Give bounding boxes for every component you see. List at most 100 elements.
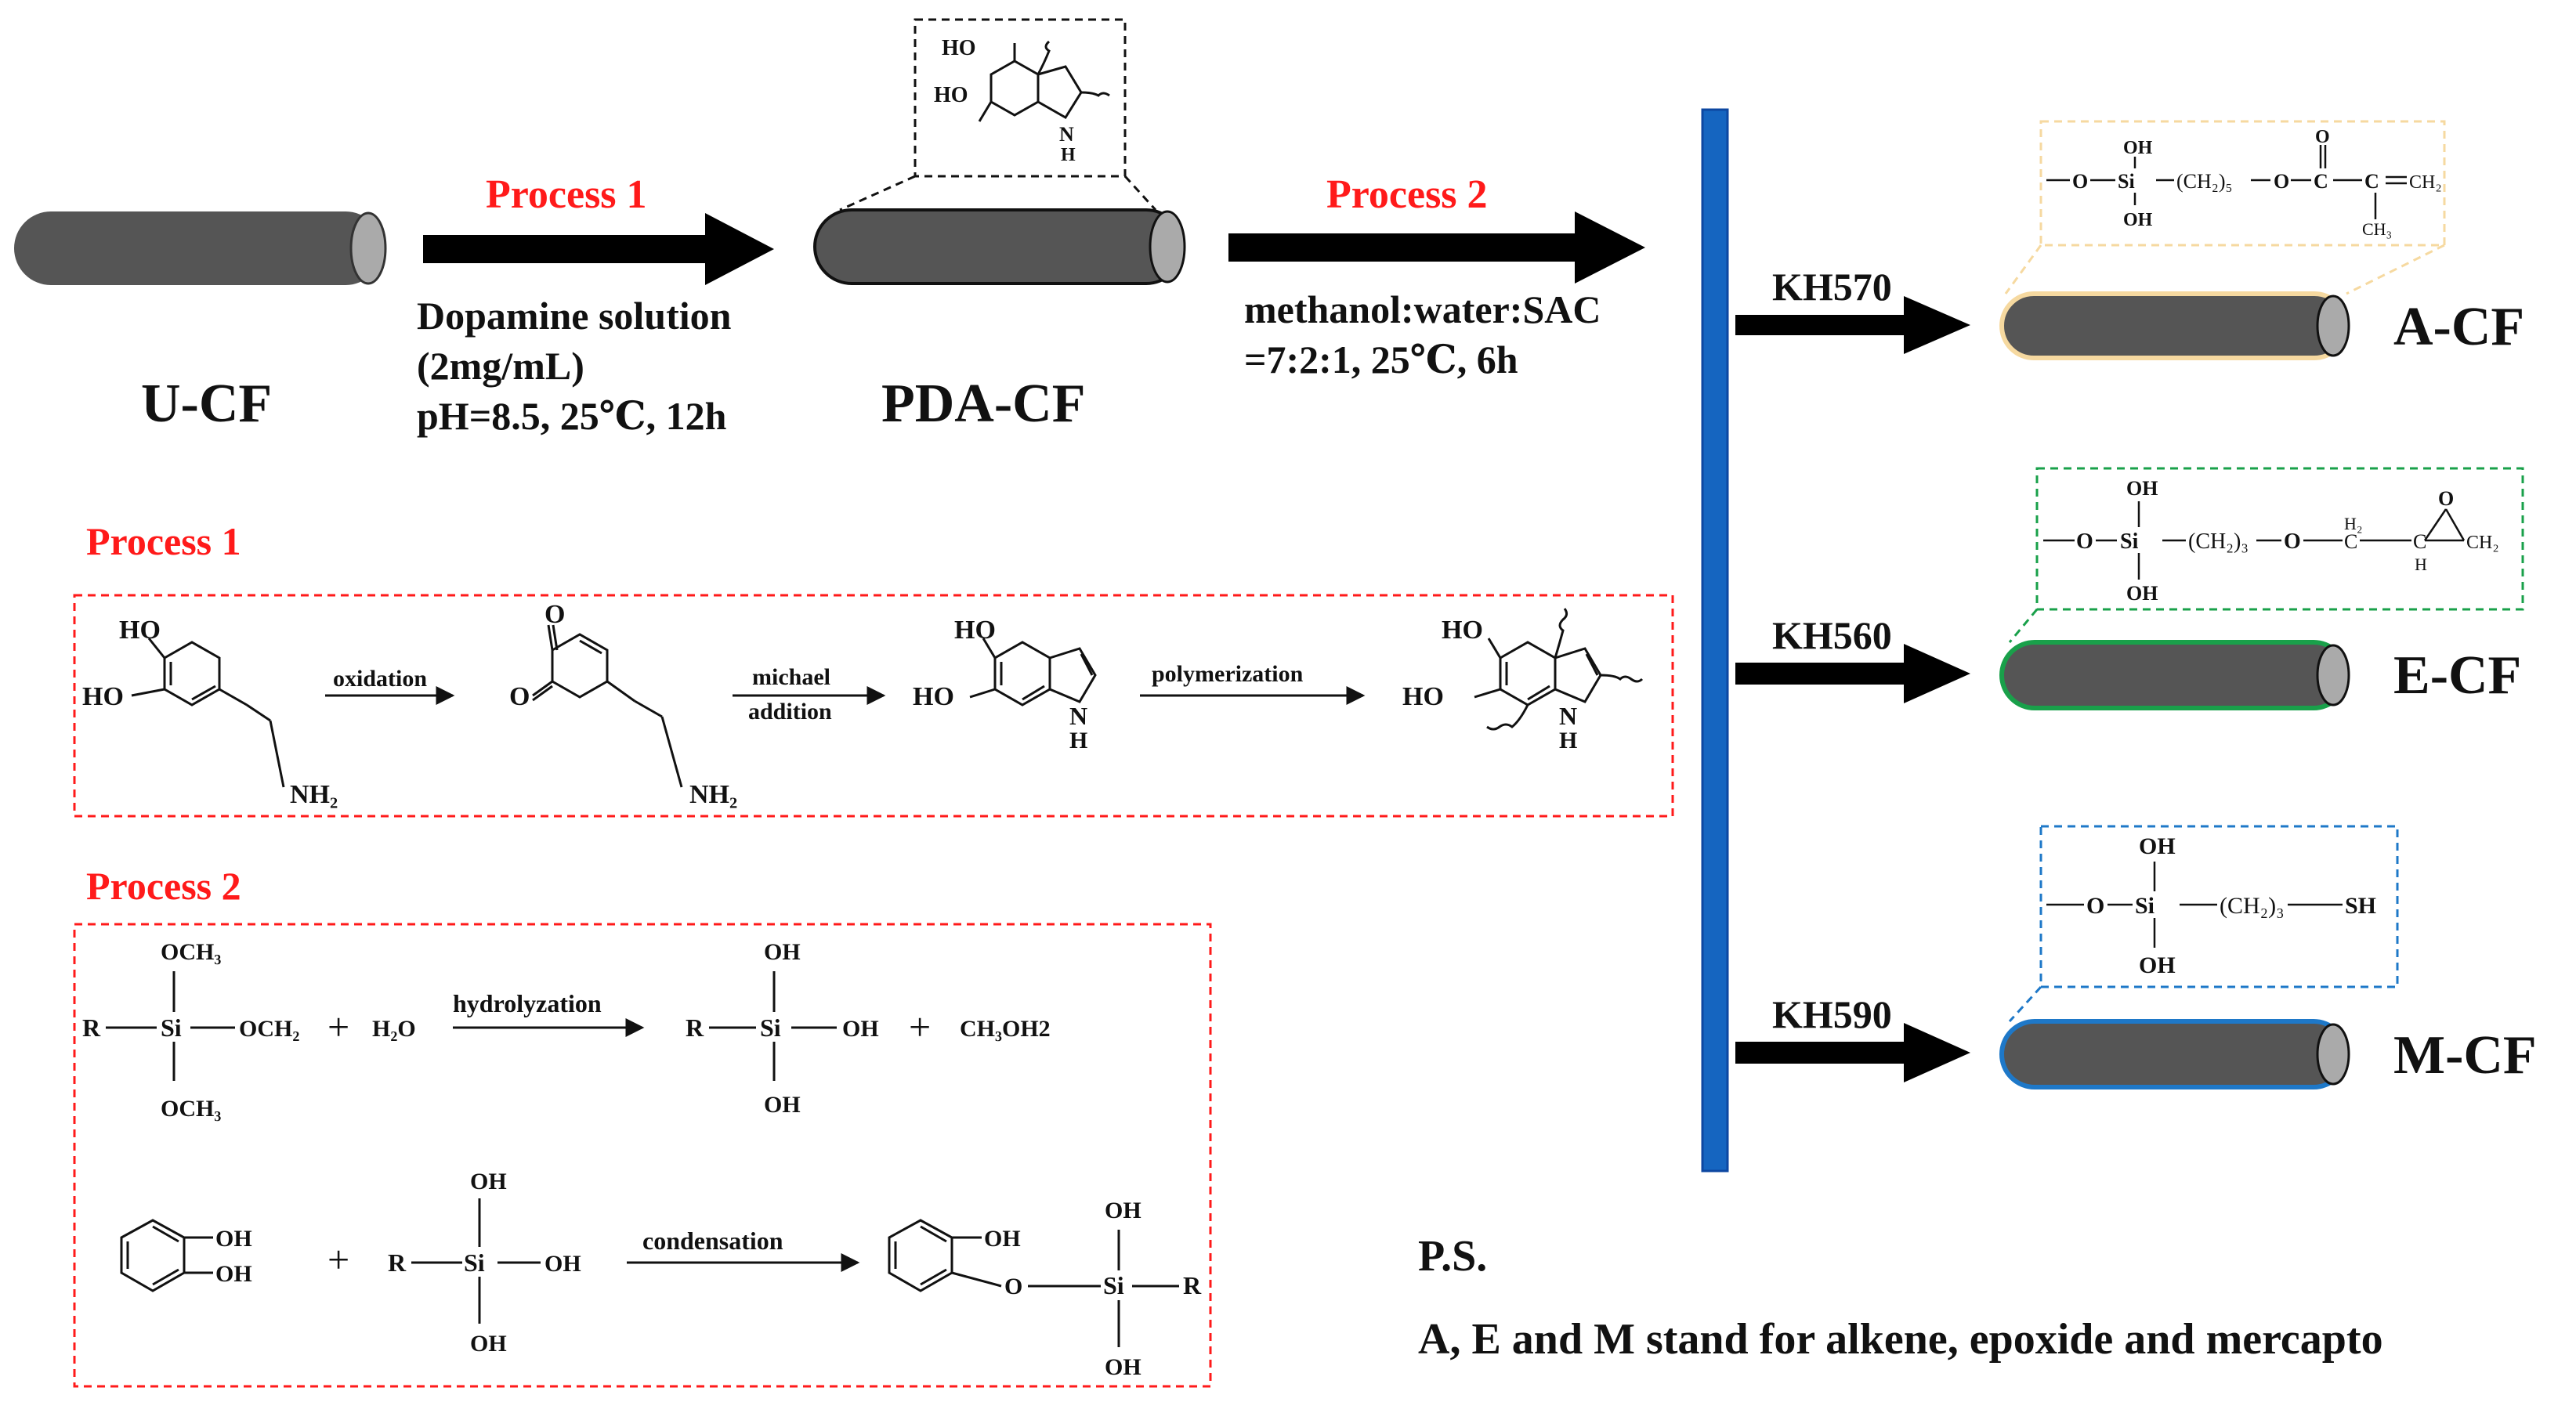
a-o1: O <box>2072 170 2088 193</box>
indole-structure <box>969 638 1097 706</box>
silane-structure <box>106 971 235 1081</box>
cond-silanol-oh-bottom: OH <box>470 1331 507 1357</box>
product-oh-bottom: OH <box>1105 1354 1141 1380</box>
e-c1: C <box>2344 530 2357 553</box>
kh590-label: KH590 <box>1772 992 1892 1036</box>
silanol-oh-right: OH <box>842 1016 879 1042</box>
e-o-ring: O <box>2438 487 2454 510</box>
m-o: O <box>2086 893 2104 919</box>
m-sh: SH <box>2345 893 2376 919</box>
process1-arrow <box>423 213 774 285</box>
hydrolysis-plus-2: + <box>909 1005 931 1049</box>
dopamine-ho-1: HO <box>119 616 161 645</box>
a-ch2: CH₂ <box>2409 172 2442 193</box>
process1-condition-2: (2mg/mL) <box>417 344 584 388</box>
process1-condition-1: Dopamine solution <box>417 294 732 338</box>
h2o: H₂O <box>372 1016 416 1042</box>
a-chain: (CH₂)₅ <box>2176 170 2233 193</box>
m-cf-fiber <box>1999 1019 2350 1089</box>
polymerization-label: polymerization <box>1152 661 1304 687</box>
a-c1: C <box>2314 170 2328 193</box>
kh570-label: KH570 <box>1772 265 1892 309</box>
pda-n: N <box>1059 123 1074 146</box>
dopamine-ho-2: HO <box>82 682 124 711</box>
a-cf-fiber <box>1999 291 2350 360</box>
pda-structure-callout <box>839 18 1157 211</box>
process2-box-title: Process 2 <box>86 864 241 908</box>
a-oh-top: OH <box>2123 138 2153 158</box>
pda-cf-label: PDA-CF <box>881 374 1085 434</box>
e-cf-formula-box: O Si OH OH (CH₂)₃ O H₂ C C H O CH₂ <box>2008 467 2524 643</box>
kh560-label: KH560 <box>1772 613 1892 657</box>
e-h2: H₂ <box>2344 514 2363 533</box>
divider-bar <box>1701 108 1729 1173</box>
a-o2: O <box>2274 170 2289 193</box>
product-r: R <box>1183 1271 1202 1299</box>
m-cf-label: M-CF <box>2393 1025 2537 1086</box>
note-text: A, E and M stand for alkene, epoxide and… <box>1418 1315 2383 1364</box>
process1-condition-3: pH=8.5, 25℃, 12h <box>417 394 727 438</box>
a-ch3: CH₃ <box>2362 219 2392 239</box>
process1-label: Process 1 <box>486 172 647 217</box>
e-ch2: CH₂ <box>2466 533 2499 553</box>
catechol-oh-2: OH <box>215 1261 252 1287</box>
e-h: H <box>2415 555 2427 574</box>
cond-silanol-oh-right: OH <box>545 1251 581 1277</box>
addition-label: addition <box>748 699 832 724</box>
product-o: O <box>1004 1274 1022 1299</box>
silanol-structure <box>709 971 837 1081</box>
u-cf-label: U-CF <box>141 374 272 434</box>
kh570-arrow <box>1735 296 1970 354</box>
m-cf-formula-box: O Si OH OH (CH₂)₃ SH <box>2008 825 2399 1023</box>
u-cf-fiber <box>14 211 387 285</box>
condensation-plus: + <box>327 1238 349 1281</box>
silane-och3-bottom: OCH₃ <box>161 1096 221 1122</box>
quinone-structure <box>532 624 683 788</box>
silanol-si: Si <box>760 1014 781 1042</box>
product-oh-ring: OH <box>984 1226 1021 1252</box>
e-cf-fiber <box>1999 640 2350 710</box>
a-cf-formula-box: O Si OH OH (CH₂)₅ O C O C CH₂ CH₃ <box>2004 120 2446 295</box>
process2-box <box>73 923 1212 1388</box>
e-c2: C <box>2413 530 2426 553</box>
pda-h-label: H <box>1559 728 1577 753</box>
process2-condition-1: methanol:water:SAC <box>1244 287 1601 331</box>
pda-oh-top: HO <box>942 36 976 60</box>
e-oh-bottom: OH <box>2126 582 2158 605</box>
quinone-nh2: NH₂ <box>689 780 737 809</box>
process2-label: Process 2 <box>1326 172 1488 217</box>
silanol-oh-bottom: OH <box>764 1092 801 1118</box>
silanol-r: R <box>686 1014 704 1042</box>
note-heading: P.S. <box>1418 1232 1487 1281</box>
indole-n: N <box>1069 702 1087 730</box>
indole-ho-1: HO <box>954 616 996 645</box>
e-oh-top: OH <box>2126 477 2158 500</box>
dopamine-nh2: NH₂ <box>290 780 338 809</box>
process2-arrow <box>1228 211 1645 284</box>
catechol-oh-1: OH <box>215 1226 252 1252</box>
silane-r: R <box>82 1014 101 1042</box>
cond-silanol-r: R <box>388 1248 407 1277</box>
product-si: Si <box>1103 1271 1124 1299</box>
dopamine-structure <box>131 638 285 788</box>
condensation-product-structure <box>888 1219 1179 1347</box>
pda-polymer-structure <box>1474 608 1644 731</box>
oxidation-label: oxidation <box>333 666 427 692</box>
pda-h: H <box>1061 145 1076 165</box>
process2-condition-2: =7:2:1, 25℃, 6h <box>1244 338 1518 381</box>
pda-ho-1: HO <box>1442 616 1483 645</box>
e-cf-label: E-CF <box>2393 645 2521 706</box>
indole-h: H <box>1069 728 1087 753</box>
silane-si: Si <box>161 1014 182 1042</box>
silanol-oh-top: OH <box>764 939 801 965</box>
silane-och2: OCH₂ <box>239 1016 299 1042</box>
quinone-o-1: O <box>545 600 565 629</box>
byproduct: CH₃OH2 <box>960 1016 1051 1042</box>
condensation-silanol-structure <box>411 1198 541 1324</box>
hydrolysis-plus-1: + <box>327 1005 349 1049</box>
a-o-carbonyl: O <box>2315 127 2330 147</box>
process1-box-title: Process 1 <box>86 519 241 563</box>
a-si: Si <box>2118 170 2135 193</box>
e-si: Si <box>2120 529 2139 554</box>
e-chain: (CH₂)₃ <box>2188 529 2249 554</box>
